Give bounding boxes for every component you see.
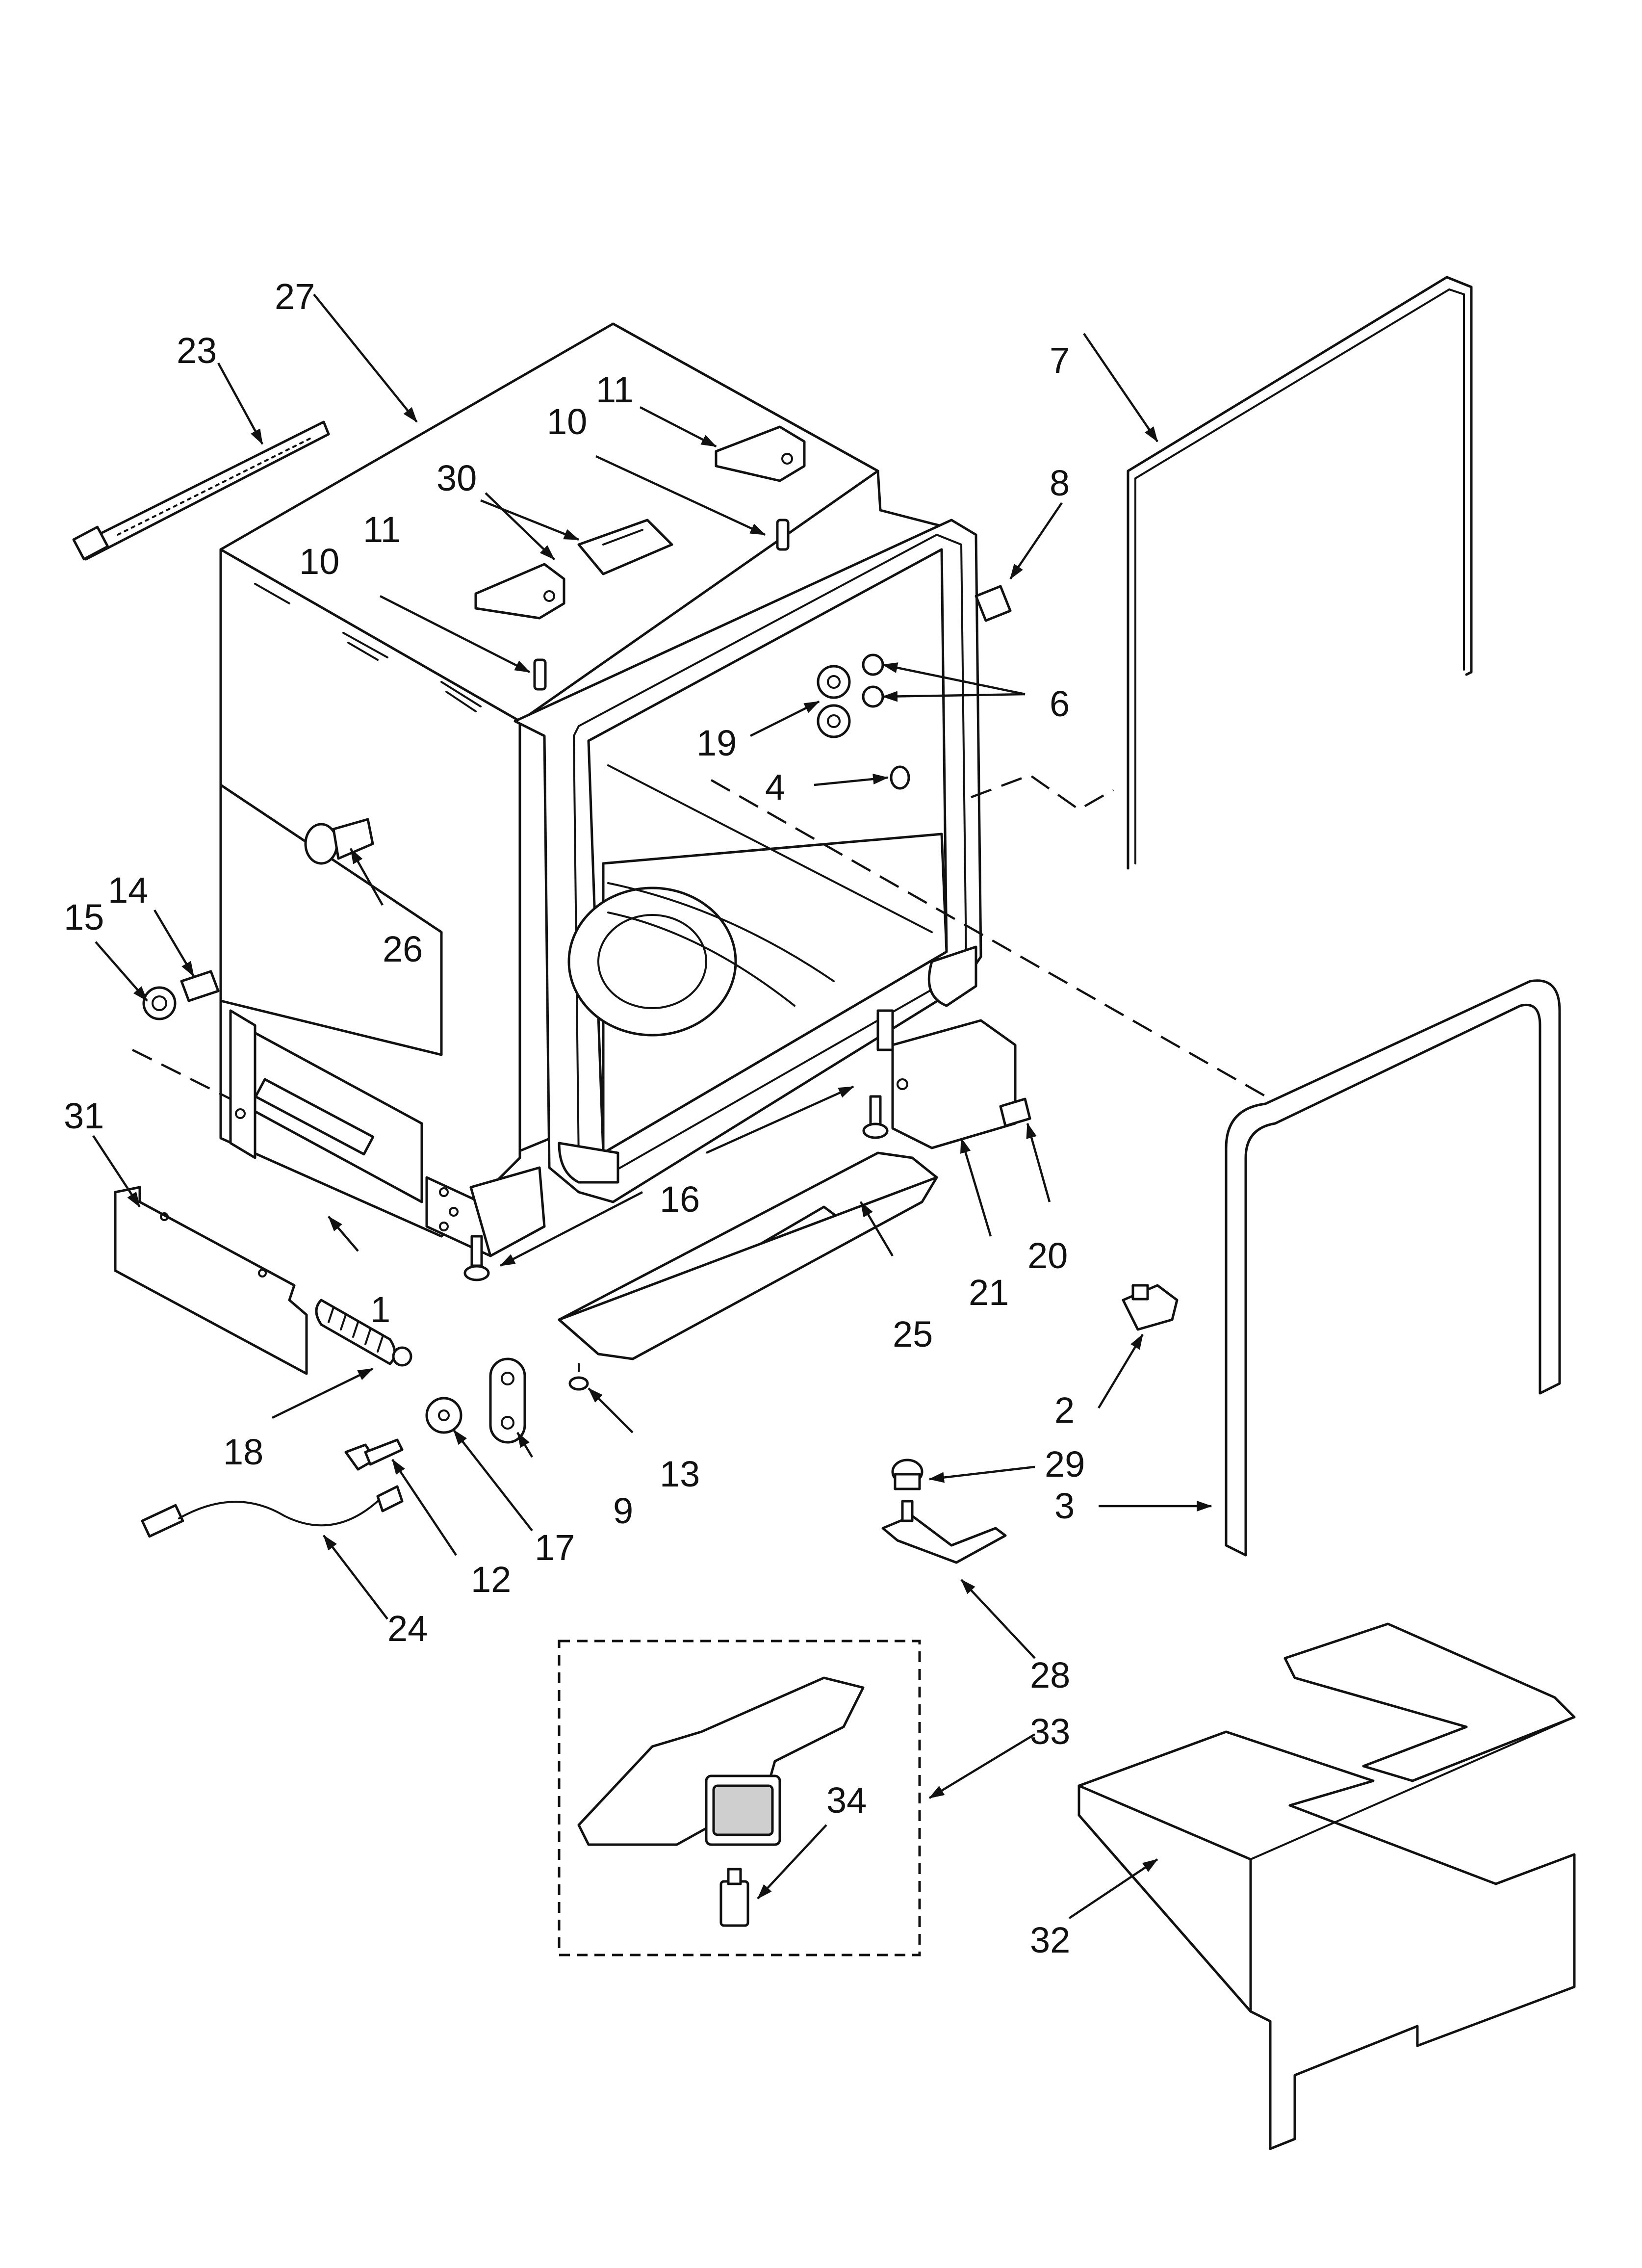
mounting-bracket-part (474, 425, 806, 620)
plug-part (304, 818, 374, 865)
knob-part (890, 765, 910, 790)
clip-part (577, 519, 673, 575)
callout-19: 19 (696, 723, 737, 763)
pump-housing-part (577, 1676, 865, 1846)
callout-6: 6 (1050, 683, 1070, 724)
callout-17: 17 (535, 1527, 575, 1568)
callout-29: 29 (1045, 1444, 1085, 1485)
insulation-blanket-part (1078, 1622, 1576, 2150)
grommet-part (142, 986, 177, 1020)
callout-12: 12 (471, 1559, 511, 1600)
switch-part (891, 1459, 924, 1490)
callout-24: 24 (387, 1608, 428, 1649)
zip-tie-part (72, 420, 330, 561)
toe-panel-part (558, 1151, 938, 1360)
callout-32: 32 (1030, 1920, 1070, 1960)
alignment-lines (131, 774, 1271, 1100)
callout-23: 23 (177, 330, 217, 371)
tub-assembly (219, 322, 982, 1257)
leveling-foot-part (463, 1095, 889, 1281)
callout-26: 26 (383, 929, 423, 969)
callout-15: 15 (64, 897, 104, 938)
door-gasket-part (1127, 276, 1473, 870)
screw-part (533, 519, 790, 691)
callout-8: 8 (1050, 463, 1070, 503)
callout-16: 16 (660, 1179, 700, 1220)
bolt-part (180, 970, 220, 1002)
spring-part (315, 1299, 412, 1367)
callout-labels: 27 23 7 11 10 30 8 11 10 6 19 4 26 14 15… (64, 276, 1085, 1960)
callout-10-left: 10 (299, 541, 339, 582)
door-clip-part (1122, 1284, 1179, 1331)
link-arm-part (489, 1357, 526, 1444)
top-screw-part (975, 585, 1012, 622)
callout-18: 18 (223, 1432, 263, 1472)
callout-3: 3 (1054, 1486, 1075, 1526)
small-screw-part (568, 1363, 589, 1391)
callout-20: 20 (1027, 1235, 1068, 1276)
callout-11-left: 11 (363, 509, 401, 550)
callout-13: 13 (660, 1454, 700, 1494)
hex-bolt-part (344, 1438, 404, 1471)
callout-25: 25 (893, 1314, 933, 1355)
callout-2: 2 (1054, 1390, 1075, 1431)
side-bracket-part (891, 1019, 1017, 1149)
callout-30: 30 (436, 458, 477, 498)
callout-9: 9 (613, 1490, 633, 1531)
callout-10-top: 10 (547, 401, 587, 442)
callout-31: 31 (64, 1095, 104, 1136)
callout-27: 27 (275, 276, 315, 317)
roller-part (817, 665, 851, 738)
callout-7: 7 (1050, 340, 1070, 381)
callout-34: 34 (826, 1780, 867, 1821)
switch-bracket-part (881, 1500, 1007, 1564)
cover-panel-part (114, 1186, 308, 1375)
washer-part (862, 653, 884, 708)
callout-14: 14 (108, 870, 148, 911)
sensor-part (719, 1868, 749, 1927)
pulley-part (425, 1397, 462, 1434)
callout-21: 21 (969, 1272, 1009, 1313)
side-screw-part (999, 1097, 1031, 1127)
callout-1: 1 (370, 1289, 390, 1330)
callout-4: 4 (765, 767, 785, 808)
kit-dashed-box (558, 1640, 921, 1956)
callout-11-top: 11 (596, 369, 634, 410)
tub-gasket-part (1225, 979, 1561, 1557)
leader-lines (92, 293, 1212, 1919)
ground-wire-part (141, 1485, 404, 1538)
callout-28: 28 (1030, 1655, 1070, 1695)
callout-33: 33 (1030, 1711, 1070, 1752)
